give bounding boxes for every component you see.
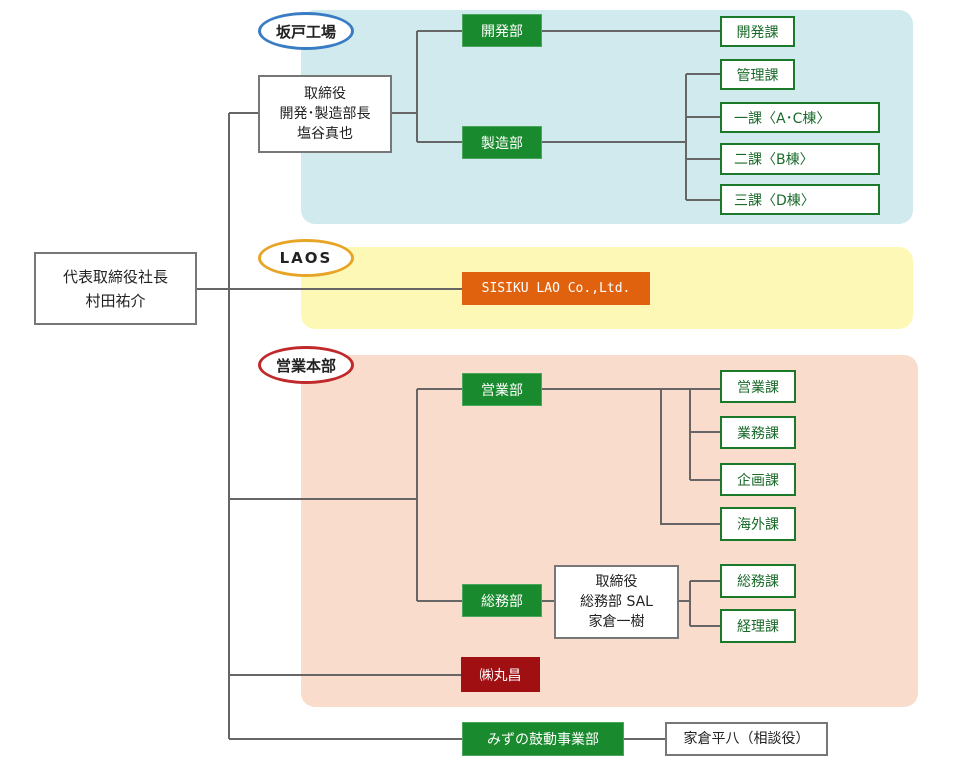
- group-label-sales: 営業本部: [258, 346, 354, 384]
- section-3: 三課〈D棟〉: [720, 184, 880, 215]
- laos-company: SISIKU LAO Co.,Ltd.: [462, 272, 650, 305]
- ga-director-name: 家倉一樹: [588, 614, 645, 630]
- ceo-title: 代表取締役社長: [62, 267, 168, 286]
- director-title: 取締役: [304, 86, 346, 102]
- section-sales: 営業課: [720, 370, 796, 403]
- section-management: 管理課: [720, 59, 795, 90]
- dept-development: 開発部: [462, 14, 542, 47]
- group-label-factory: 坂戸工場: [258, 12, 354, 50]
- section-business: 業務課: [720, 416, 796, 449]
- section-dev: 開発課: [720, 16, 795, 47]
- advisor-box: 家倉平八（相談役）: [665, 722, 828, 756]
- section-planning: 企画課: [720, 463, 796, 496]
- dept-manufacturing: 製造部: [462, 126, 542, 159]
- section-overseas: 海外課: [720, 507, 796, 541]
- group-label-laos: LAOS: [258, 239, 354, 277]
- dept-sales: 営業部: [462, 373, 542, 406]
- director-role: 開発･製造部長: [279, 106, 371, 122]
- ga-director-box: 取締役 総務部 SAL 家倉一樹: [554, 565, 679, 639]
- ga-director-title: 取締役: [595, 574, 638, 590]
- dept-general-affairs: 総務部: [462, 584, 542, 617]
- section-general: 総務課: [720, 564, 796, 598]
- ceo-box: 代表取締役社長 村田祐介: [34, 252, 197, 325]
- ga-director-role: 総務部 SAL: [580, 594, 653, 610]
- section-2: 二課〈B棟〉: [720, 143, 880, 175]
- dept-mizuno: みずの鼓動事業部: [462, 722, 624, 756]
- section-1: 一課〈A･C棟〉: [720, 102, 880, 133]
- sales-region: [301, 355, 918, 707]
- section-accounting: 経理課: [720, 609, 796, 643]
- ceo-name: 村田祐介: [85, 291, 146, 310]
- director-name: 塩谷真也: [297, 126, 353, 142]
- subsidiary-marusho: ㈱丸昌: [461, 657, 540, 692]
- factory-director-box: 取締役 開発･製造部長 塩谷真也: [258, 75, 392, 153]
